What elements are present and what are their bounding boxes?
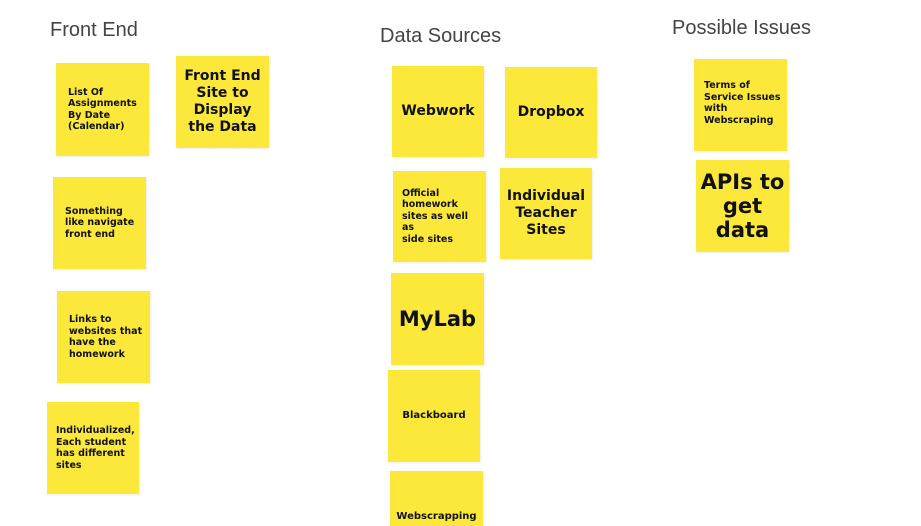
sticky-note-text: Webwork xyxy=(401,103,475,119)
sticky-note-text: MyLab xyxy=(398,307,477,331)
sticky-note-text: Terms of Service Issues with Webscraping xyxy=(704,80,781,126)
sticky-note-webscrapping[interactable]: Webscrapping xyxy=(390,471,483,526)
sticky-note-text: Official homework sites as well as side … xyxy=(402,187,468,245)
sticky-note-text: Something like navigate front end xyxy=(65,205,135,240)
sticky-note-text: Dropbox xyxy=(517,104,585,120)
sticky-note-individual-teacher-sites[interactable]: Individual Teacher Sites xyxy=(500,168,592,259)
sticky-note-text: Blackboard xyxy=(402,410,466,422)
sticky-note-terms-of-service[interactable]: Terms of Service Issues with Webscraping xyxy=(694,59,787,151)
sticky-note-webwork[interactable]: Webwork xyxy=(392,66,484,157)
sticky-note-individualized[interactable]: Individualized, Each student has differe… xyxy=(47,402,139,494)
sticky-note-text: List Of Assignments By Date (Calendar) xyxy=(68,86,137,133)
heading-possible-issues: Possible Issues xyxy=(672,17,811,39)
sticky-note-text: APIs to get data xyxy=(700,170,785,242)
sticky-note-mylab[interactable]: MyLab xyxy=(391,273,484,365)
sticky-note-links-to-websites[interactable]: Links to websites that have the homework xyxy=(57,291,150,383)
sticky-note-text: Front End Site to Display the Data xyxy=(184,68,261,135)
sticky-note-dropbox[interactable]: Dropbox xyxy=(505,67,597,158)
heading-data-sources: Data Sources xyxy=(380,25,502,47)
sticky-note-text: Webscrapping xyxy=(396,510,477,522)
sticky-note-text: Individualized, Each student has differe… xyxy=(56,425,135,471)
sticky-note-blackboard[interactable]: Blackboard xyxy=(388,370,480,462)
sticky-note-navigate-front-end[interactable]: Something like navigate front end xyxy=(53,177,146,269)
sticky-note-official-homework[interactable]: Official homework sites as well as side … xyxy=(393,171,486,262)
sticky-note-list-of-assignments[interactable]: List Of Assignments By Date (Calendar) xyxy=(56,63,149,156)
heading-front-end: Front End xyxy=(50,19,138,41)
sticky-note-text: Links to websites that have the homework xyxy=(69,314,143,360)
sticky-note-front-end-site[interactable]: Front End Site to Display the Data xyxy=(176,56,269,148)
sticky-note-apis-to-get-data[interactable]: APIs to get data xyxy=(696,160,789,252)
sticky-note-text: Individual Teacher Sites xyxy=(506,188,586,238)
